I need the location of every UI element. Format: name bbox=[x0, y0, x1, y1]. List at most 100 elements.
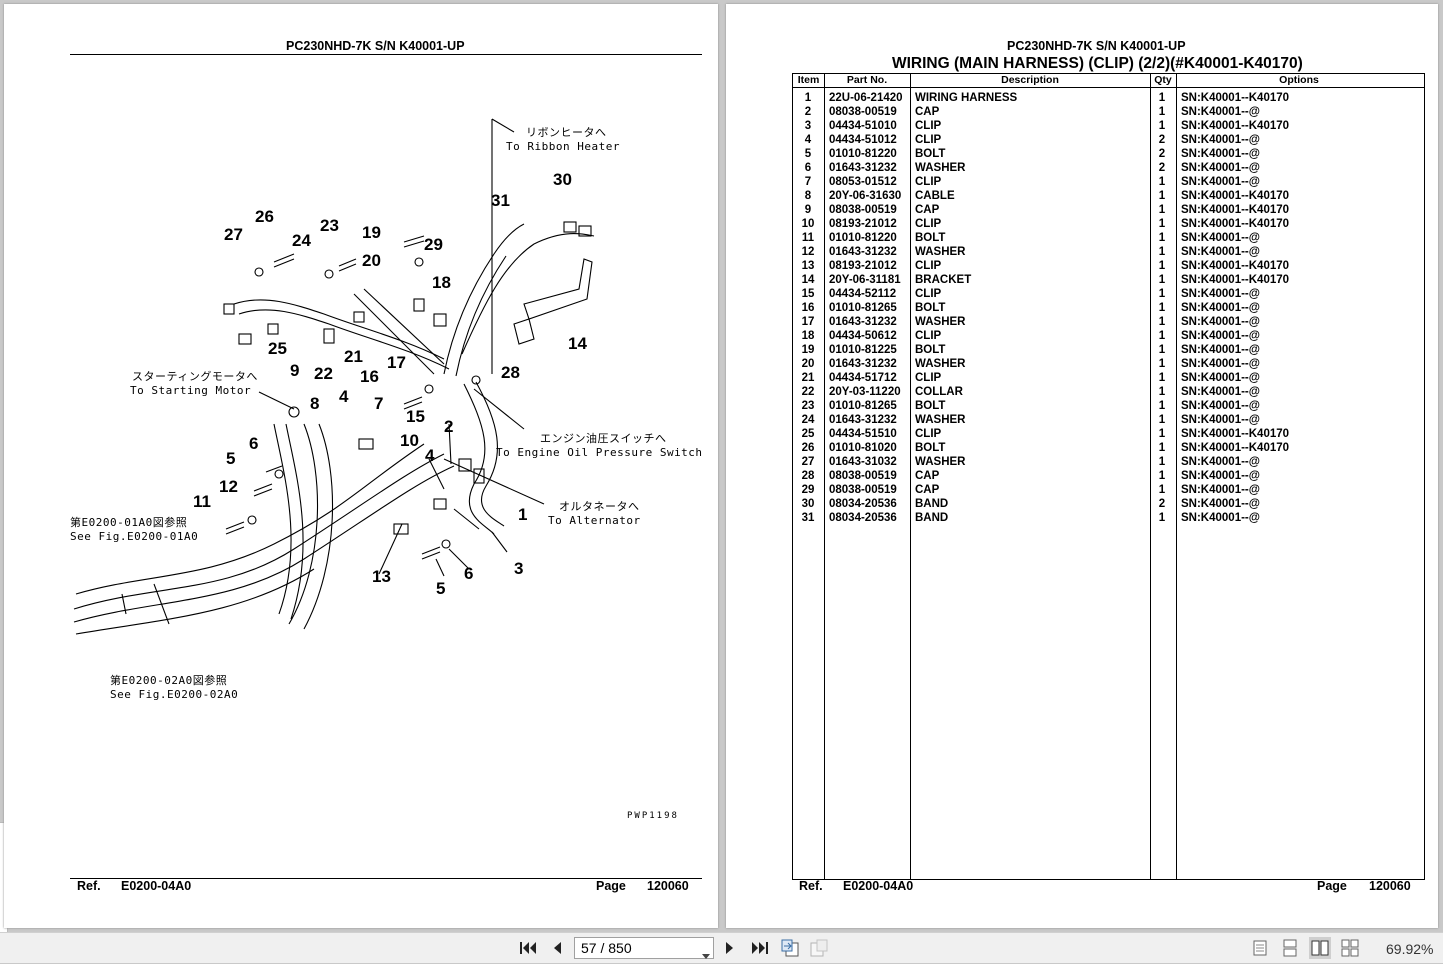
qty-cell: 1 bbox=[1158, 316, 1166, 328]
qty-cell: 1 bbox=[1158, 358, 1166, 370]
qty-cell: 1 bbox=[1158, 120, 1166, 132]
description-cell: BOLT bbox=[915, 344, 946, 356]
item-cell: 17 bbox=[801, 316, 815, 328]
two-page-scroll-view-icon[interactable] bbox=[1339, 937, 1361, 959]
zoom-level[interactable]: 69.92% bbox=[1386, 941, 1434, 957]
callout-24: 24 bbox=[292, 231, 311, 250]
qty-cell: 1 bbox=[1158, 428, 1166, 440]
description-cell: WASHER bbox=[915, 162, 966, 174]
item-cell: 30 bbox=[801, 498, 815, 510]
viewer-toolbar bbox=[0, 932, 1443, 963]
callout-29: 29 bbox=[424, 235, 443, 254]
options-cell: SN:K40001--@ bbox=[1181, 512, 1260, 524]
note-fig01-jp: 第E0200-01A0図参照 bbox=[70, 515, 187, 529]
left-page: PC230NHD-7K S/N K40001-UP bbox=[4, 4, 718, 928]
parts-list-title: WIRING (MAIN HARNESS) (CLIP) (2/2)(#K400… bbox=[892, 55, 1303, 72]
callout-25: 25 bbox=[268, 339, 287, 358]
qty-cell: 1 bbox=[1158, 442, 1166, 454]
description-cell: CLIP bbox=[915, 372, 942, 384]
callout-14: 14 bbox=[568, 334, 587, 353]
item-cell: 23 bbox=[801, 400, 815, 412]
header-rule bbox=[70, 54, 702, 55]
options-cell: SN:K40001--K40170 bbox=[1181, 218, 1290, 230]
qty-cell: 1 bbox=[1158, 470, 1166, 482]
description-cell: BAND bbox=[915, 512, 949, 524]
two-page-view-icon[interactable] bbox=[1309, 937, 1331, 959]
note-alternator-jp: オルタネータへ bbox=[559, 500, 640, 513]
options-cell: SN:K40001--@ bbox=[1181, 288, 1260, 300]
qty-cell: 1 bbox=[1158, 386, 1166, 398]
part-number-cell: 01643-31032 bbox=[829, 456, 897, 468]
column-header-description: Description bbox=[1001, 74, 1059, 86]
footer-page-number: 120060 bbox=[1369, 879, 1411, 893]
next-page-icon[interactable] bbox=[718, 937, 742, 959]
go-forward-view-icon[interactable] bbox=[807, 937, 831, 959]
options-cell: SN:K40001--@ bbox=[1181, 344, 1260, 356]
first-page-icon[interactable] bbox=[516, 937, 540, 959]
item-cell: 15 bbox=[801, 288, 815, 300]
options-cell: SN:K40001--@ bbox=[1181, 470, 1260, 482]
callout-17: 17 bbox=[387, 353, 406, 372]
item-cell: 29 bbox=[801, 484, 815, 496]
callout-5-b: 5 bbox=[436, 579, 445, 598]
part-number-cell: 01010-81220 bbox=[829, 148, 897, 160]
qty-cell: 1 bbox=[1158, 344, 1166, 356]
description-cell: CAP bbox=[915, 484, 940, 496]
qty-cell: 1 bbox=[1158, 246, 1166, 258]
options-cell: SN:K40001--K40170 bbox=[1181, 442, 1290, 454]
part-number-cell: 08038-00519 bbox=[829, 204, 897, 216]
continuous-view-icon[interactable] bbox=[1279, 937, 1301, 959]
column-header-options: Options bbox=[1279, 74, 1319, 86]
part-number-cell: 01010-81265 bbox=[829, 302, 897, 314]
options-cell: SN:K40001--@ bbox=[1181, 456, 1260, 468]
description-cell: BOLT bbox=[915, 400, 946, 412]
part-number-cell: 01010-81220 bbox=[829, 232, 897, 244]
options-cell: SN:K40001--@ bbox=[1181, 162, 1260, 174]
options-cell: SN:K40001--@ bbox=[1181, 302, 1260, 314]
single-page-view-icon[interactable] bbox=[1249, 937, 1271, 959]
callout-26: 26 bbox=[255, 207, 274, 226]
callout-22: 22 bbox=[314, 364, 333, 383]
go-back-view-icon[interactable] bbox=[778, 937, 802, 959]
description-cell: CLIP bbox=[915, 134, 942, 146]
callout-6: 6 bbox=[249, 434, 258, 453]
description-cell: CLIP bbox=[915, 218, 942, 230]
item-cell: 14 bbox=[801, 274, 815, 286]
part-number-cell: 08053-01512 bbox=[829, 176, 897, 188]
part-number-cell: 08038-00519 bbox=[829, 470, 897, 482]
item-cell: 13 bbox=[801, 260, 815, 272]
callout-5: 5 bbox=[226, 449, 235, 468]
last-page-icon[interactable] bbox=[748, 937, 772, 959]
item-cell: 31 bbox=[801, 512, 815, 524]
description-cell: BRACKET bbox=[915, 274, 972, 286]
footer-ref: E0200-04A0 bbox=[843, 879, 914, 893]
part-number-cell: 04434-51012 bbox=[829, 134, 897, 146]
callout-21: 21 bbox=[344, 347, 363, 366]
qty-cell: 2 bbox=[1158, 162, 1166, 174]
description-cell: WASHER bbox=[915, 316, 966, 328]
footer-page-label: Page bbox=[596, 879, 626, 893]
wiring-diagram: 1 2 3 4 5 6 7 8 9 10 11 12 13 14 15 16 1… bbox=[70, 118, 702, 821]
callout-16: 16 bbox=[360, 367, 379, 386]
callout-12: 12 bbox=[219, 477, 238, 496]
part-number-cell: 20Y-03-11220 bbox=[829, 386, 901, 398]
description-cell: BAND bbox=[915, 498, 949, 510]
description-cell: CLIP bbox=[915, 260, 942, 272]
callout-18: 18 bbox=[432, 273, 451, 292]
page-number-input[interactable]: 57 / 850 bbox=[574, 937, 714, 959]
previous-page-icon[interactable] bbox=[545, 937, 569, 959]
chevron-down-icon[interactable] bbox=[702, 946, 710, 964]
